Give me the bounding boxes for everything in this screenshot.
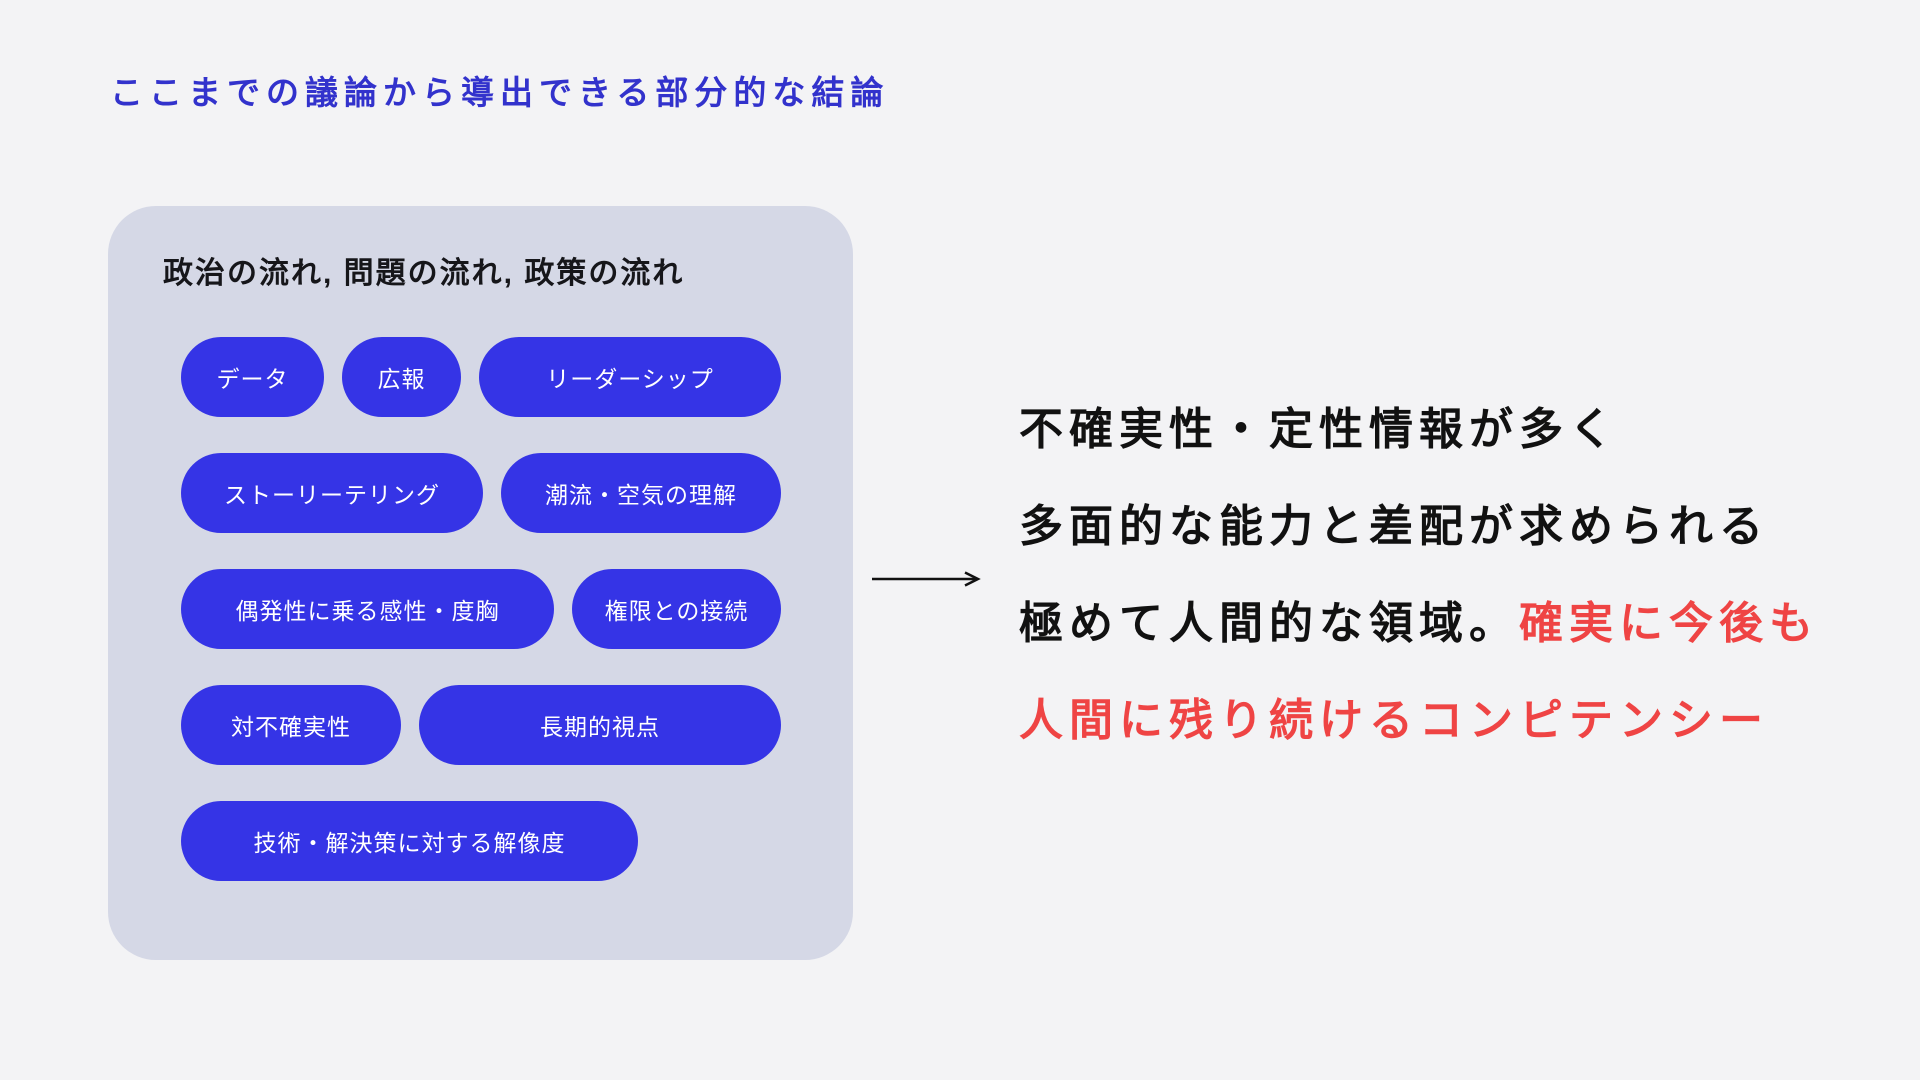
pill-row: データ 広報 リーダーシップ xyxy=(181,337,781,417)
conclusion-line: 極めて人間的な領域。確実に今後も xyxy=(1019,575,1859,672)
pill-row: 技術・解決策に対する解像度 xyxy=(181,801,781,881)
conclusion-line: 不確実性・定性情報が多く xyxy=(1019,381,1859,478)
pill-serendipity-sense: 偶発性に乗る感性・度胸 xyxy=(181,569,554,649)
pill-row: ストーリーテリング 潮流・空気の理解 xyxy=(181,453,781,533)
conclusion-segment: 多面的な能力と差配が求められる xyxy=(1019,502,1769,551)
conclusion-segment: 不確実性・定性情報が多く xyxy=(1019,405,1619,454)
pill-uncertainty-handling: 対不確実性 xyxy=(181,685,401,765)
pill-data: データ xyxy=(181,337,324,417)
pill-row: 偶発性に乗る感性・度胸 権限との接続 xyxy=(181,569,781,649)
arrow-right-icon xyxy=(872,571,981,587)
conclusion-line: 多面的な能力と差配が求められる xyxy=(1019,478,1859,575)
pill-row: 対不確実性 長期的視点 xyxy=(181,685,781,765)
slide-heading: ここまでの議論から導出できる部分的な結論 xyxy=(110,74,890,111)
conclusion-line: 人間に残り続けるコンピテンシー xyxy=(1019,672,1859,769)
conclusion-segment: 極めて人間的な領域。 xyxy=(1019,599,1519,648)
pill-pr: 広報 xyxy=(342,337,461,417)
conclusion-segment-emphasis: 確実に今後も xyxy=(1519,599,1819,648)
conclusion-segment-emphasis: 人間に残り続けるコンピテンシー xyxy=(1019,696,1769,745)
card-title: 政治の流れ, 問題の流れ, 政策の流れ xyxy=(163,257,685,290)
pill-trend-understanding: 潮流・空気の理解 xyxy=(501,453,781,533)
pill-long-term-view: 長期的視点 xyxy=(419,685,781,765)
conclusion-text: 不確実性・定性情報が多く 多面的な能力と差配が求められる 極めて人間的な領域。確… xyxy=(1019,381,1859,769)
competency-card: 政治の流れ, 問題の流れ, 政策の流れ データ 広報 リーダーシップ ストーリー… xyxy=(108,206,853,960)
pill-storytelling: ストーリーテリング xyxy=(181,453,483,533)
pill-grid: データ 広報 リーダーシップ ストーリーテリング 潮流・空気の理解 偶発性に乗る… xyxy=(181,337,781,881)
pill-authority-connection: 権限との接続 xyxy=(572,569,781,649)
pill-leadership: リーダーシップ xyxy=(479,337,781,417)
pill-tech-solution-resolution: 技術・解決策に対する解像度 xyxy=(181,801,638,881)
